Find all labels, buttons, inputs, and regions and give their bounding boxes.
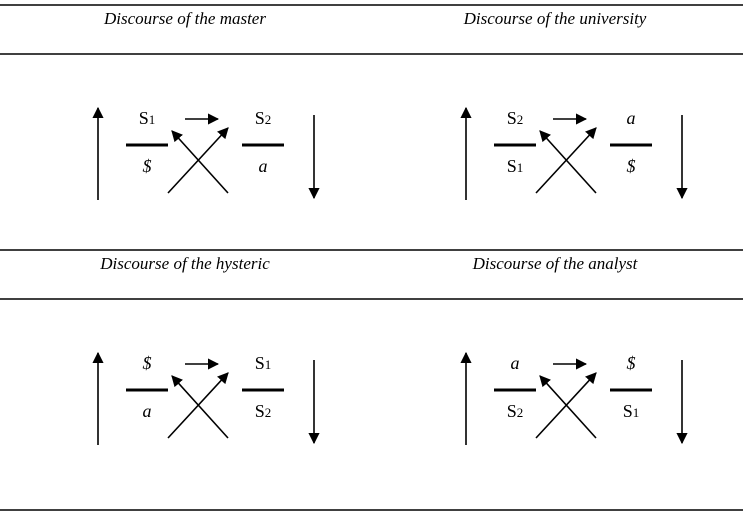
- table-rules: [0, 4, 743, 511]
- discourse-title: Discourse of the analyst: [472, 254, 639, 273]
- term-product: S2: [255, 401, 272, 421]
- discourse-title: Discourse of the master: [103, 9, 266, 28]
- term-other: $: [627, 353, 636, 373]
- term-other: S2: [255, 108, 272, 128]
- discourse-title: Discourse of the university: [463, 9, 647, 28]
- term-truth: $: [143, 156, 152, 176]
- discourse-title: Discourse of the hysteric: [99, 254, 270, 273]
- cross-arrow-icon: [171, 375, 229, 439]
- term-other: S1: [255, 353, 272, 373]
- term-product: $: [627, 156, 636, 176]
- term-product: a: [259, 156, 268, 176]
- term-truth: a: [143, 401, 152, 421]
- term-agent: S1: [139, 108, 156, 128]
- cross-arrow-icon: [539, 130, 597, 194]
- cross-arrow-icon: [171, 130, 229, 194]
- term-product: S1: [623, 401, 640, 421]
- term-agent: a: [511, 353, 520, 373]
- term-agent: S2: [507, 108, 524, 128]
- discourse-panel: Discourse of the analyst a $ S2 S1: [460, 254, 688, 445]
- cross-arrow-icon: [539, 375, 597, 439]
- term-agent: $: [143, 353, 152, 373]
- term-truth: S2: [507, 401, 524, 421]
- discourse-panel: Discourse of the hysteric $ S1 a S2: [92, 254, 320, 445]
- term-truth: S1: [507, 156, 524, 176]
- term-other: a: [627, 108, 636, 128]
